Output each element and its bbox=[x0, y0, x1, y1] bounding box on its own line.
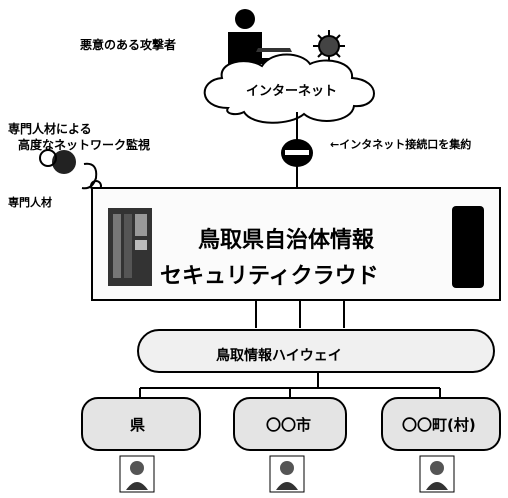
server-rack-icon bbox=[108, 208, 152, 286]
security-cloud-box bbox=[91, 187, 501, 301]
gateway-note: ←インタネット接続口を集約 bbox=[330, 138, 472, 151]
city-label: 〇〇市 bbox=[266, 416, 312, 434]
monitoring-label-line1: 専門人材による bbox=[8, 122, 92, 136]
expert-figure bbox=[39, 149, 102, 192]
security-cloud-title-line2: セキュリティクラウド bbox=[160, 264, 379, 289]
user-icon bbox=[419, 455, 455, 493]
gateway-icon bbox=[281, 139, 313, 167]
expert-label: 専門人材 bbox=[8, 196, 52, 209]
attacker-label: 悪意のある攻撃者 bbox=[80, 38, 177, 52]
server-tower-icon bbox=[452, 206, 484, 288]
prefecture-label: 県 bbox=[130, 416, 146, 434]
security-cloud-title-line1: 鳥取県自治体情報 bbox=[198, 228, 375, 253]
user-icon bbox=[269, 455, 305, 493]
monitoring-label-line2: 高度なネットワーク監視 bbox=[18, 138, 151, 152]
internet-cloud bbox=[203, 53, 375, 124]
town-node bbox=[381, 397, 501, 451]
highway-label: 鳥取情報ハイウェイ bbox=[216, 348, 342, 364]
prefecture-node bbox=[81, 397, 201, 451]
virus-icon bbox=[313, 30, 345, 62]
city-node bbox=[233, 397, 347, 451]
information-highway-bar bbox=[137, 329, 495, 373]
attacker-figure bbox=[228, 9, 292, 64]
town-label: 〇〇町(村) bbox=[402, 416, 476, 434]
internet-label: インターネット bbox=[246, 84, 338, 99]
user-icon bbox=[119, 455, 155, 493]
